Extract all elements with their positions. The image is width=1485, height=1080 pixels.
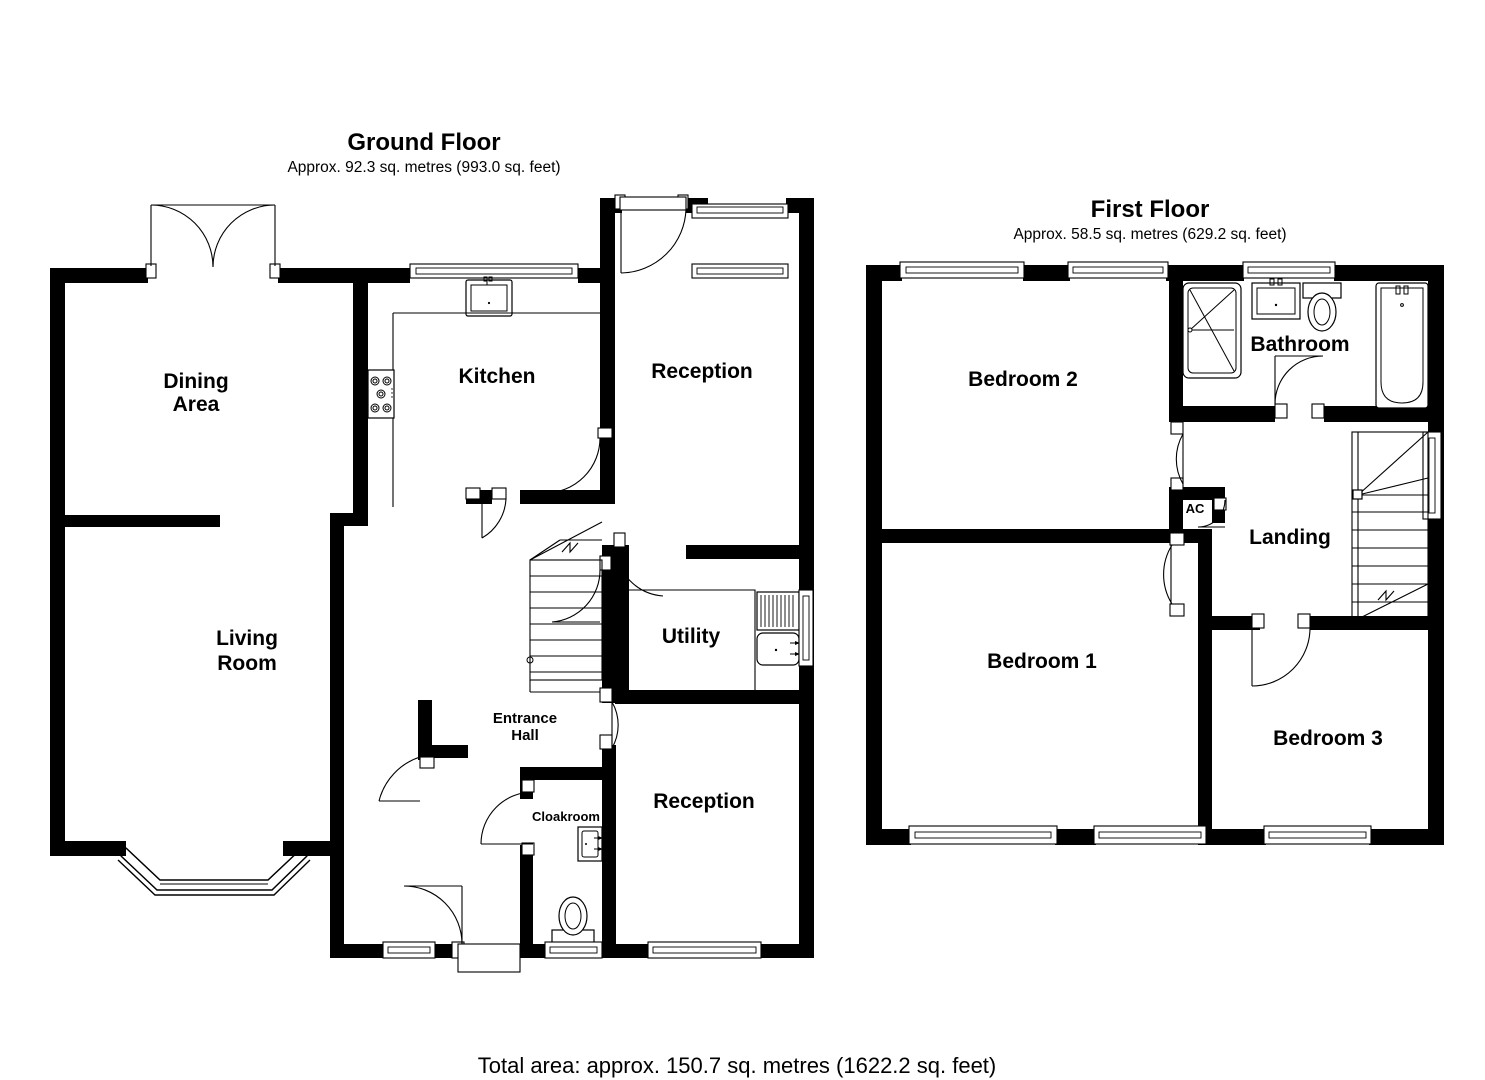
room-label-dining-area-line1: Dining (163, 370, 228, 393)
bathroom-fittings (1182, 278, 1429, 409)
ground-floor-area: Approx. 92.3 sq. metres (993.0 sq. feet) (287, 159, 560, 176)
first-floor-plan: Bedroom 2 Bathroom Landing Bedroom 1 Bed… (866, 261, 1444, 845)
ground-floor-title: Ground Floor (347, 129, 500, 156)
first-floor-title: First Floor (1091, 196, 1210, 223)
hob (367, 369, 395, 419)
room-label-living-room-line2: Room (217, 652, 277, 675)
door-landing-bedroom2 (1170, 421, 1184, 491)
first-floor-area: Approx. 58.5 sq. metres (629.2 sq. feet) (1013, 226, 1286, 243)
window-rear-reception (691, 203, 789, 279)
kitchen-counter (392, 312, 600, 507)
window-bedroom1-bottom-right (1093, 825, 1207, 845)
rear-door-reception (614, 194, 689, 274)
room-label-entrance-hall-line2: Hall (511, 727, 539, 744)
room-label-reception-rear: Reception (651, 360, 753, 383)
room-label-entrance-hall-line1: Entrance (493, 710, 557, 727)
total-area-label: Total area: approx. 150.7 sq. metres (16… (478, 1053, 997, 1078)
window-bedroom2-top-left (899, 261, 1025, 279)
door-hall-front-reception (599, 687, 619, 750)
room-label-bedroom-1: Bedroom 1 (987, 650, 1097, 673)
room-label-landing: Landing (1249, 526, 1331, 549)
ground-floor-walls (50, 198, 814, 958)
door-landing-bathroom (1274, 355, 1325, 419)
door-hall-utility (551, 555, 612, 623)
window-living-room-bottom (382, 941, 436, 959)
door-hall-rear-reception (606, 532, 664, 600)
room-label-utility: Utility (662, 625, 721, 648)
ground-floor-plan: Dining Area Kitchen Reception Living Roo… (50, 194, 814, 973)
window-bedroom2-top-right (1067, 261, 1169, 279)
door-landing-bedroom3 (1251, 613, 1311, 687)
utility-fittings (629, 589, 814, 690)
window-landing-right (1422, 431, 1442, 520)
door-airing-cupboard (1197, 497, 1227, 528)
window-bathroom-top (1242, 261, 1336, 279)
window-front-reception-bottom (647, 941, 762, 959)
window-bedroom3-bottom (1263, 825, 1372, 845)
room-label-living-room-line1: Living (216, 627, 278, 650)
room-label-kitchen: Kitchen (458, 365, 535, 388)
door-hall-kitchen (465, 487, 507, 539)
bay-window-living-room (117, 847, 311, 896)
window-cloakroom-bottom (544, 941, 603, 959)
door-kitchen-reception (544, 427, 613, 494)
staircase-first (1351, 431, 1429, 623)
door-hall-cloakroom (480, 779, 535, 856)
room-label-bathroom: Bathroom (1250, 333, 1349, 356)
staircase-ground (526, 521, 603, 693)
door-landing-bedroom1 (1163, 532, 1185, 617)
cloakroom-fittings (551, 826, 603, 947)
window-bedroom1-bottom-left (908, 825, 1058, 845)
room-label-dining-area-line2: Area (173, 393, 220, 416)
room-label-airing-cupboard: AC (1186, 501, 1205, 516)
first-floor-walls (866, 265, 1444, 845)
window-kitchen (409, 263, 579, 279)
room-label-bedroom-3: Bedroom 3 (1273, 727, 1383, 750)
french-doors-dining (145, 204, 281, 279)
door-living-hall (378, 756, 435, 802)
front-entrance-door (403, 885, 521, 973)
kitchen-sink (465, 276, 513, 317)
room-label-bedroom-2: Bedroom 2 (968, 368, 1078, 391)
room-label-reception-front: Reception (653, 790, 755, 813)
room-label-cloakroom: Cloakroom (532, 809, 600, 824)
